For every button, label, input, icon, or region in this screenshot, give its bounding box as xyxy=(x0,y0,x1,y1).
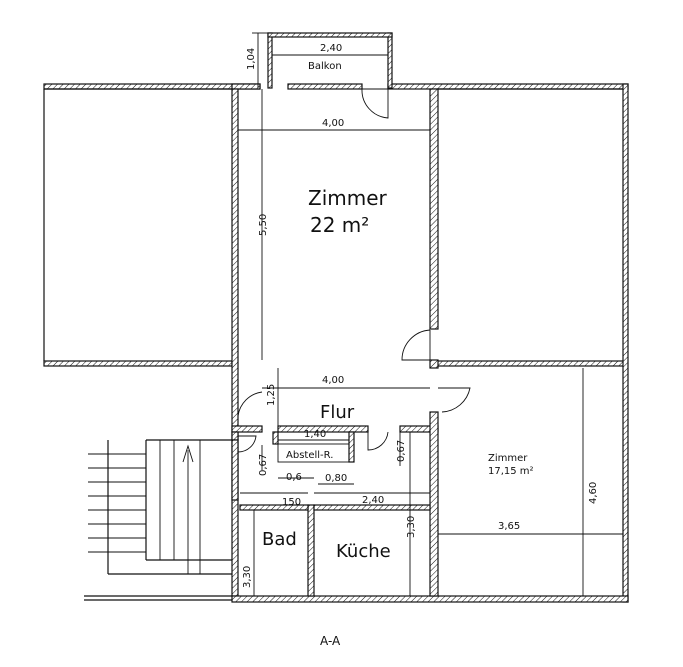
dim-balkon-width: 2,40 xyxy=(320,43,342,54)
dim-bad-width: 150 xyxy=(282,497,301,508)
section-label: A-A xyxy=(320,634,341,648)
balkon-label: Balkon xyxy=(308,61,342,72)
dim-zimmer-depth: 5,50 xyxy=(258,214,269,236)
zimmer-main-label: Zimmer xyxy=(308,186,388,210)
kueche-label: Küche xyxy=(336,541,391,562)
abstell-label: Abstell-R. xyxy=(286,450,333,461)
flur: 4,00 1,25 Flur xyxy=(237,368,471,426)
dim-kueche-width: 2,40 xyxy=(362,495,384,506)
zimmer-main-area: 22 m² xyxy=(310,213,369,237)
balkon: Balkon 2,40 1,04 xyxy=(246,32,393,119)
dim-zimmer-right-width: 3,65 xyxy=(498,521,520,532)
dim-abstell-width: 1,40 xyxy=(304,429,326,440)
dim-flur-depth: 1,25 xyxy=(266,384,277,406)
zimmer-right: 3,65 4,60 Zimmer 17,15 m² xyxy=(438,368,623,596)
zimmer-main: 4,00 5,50 Zimmer 22 m² xyxy=(238,89,431,361)
dim-zimmer-right-depth: 4,60 xyxy=(588,482,599,504)
dim-abstell-depth: 0,67 xyxy=(396,440,407,462)
bad-kueche: 150 2,40 3,30 3,30 Bad Küche xyxy=(240,432,430,596)
dim-door-left: 0,67 xyxy=(258,454,269,476)
dim-zimmer-width: 4,00 xyxy=(322,118,344,129)
dim-gap-06: 0,6 xyxy=(286,472,302,483)
dim-gap-080: 0,80 xyxy=(325,473,347,484)
outer-walls xyxy=(43,83,629,603)
zimmer-right-area: 17,15 m² xyxy=(488,466,534,477)
dim-bad-depth: 3,30 xyxy=(242,566,253,588)
flur-label: Flur xyxy=(320,402,355,423)
side-wings xyxy=(43,88,623,361)
bad-label: Bad xyxy=(262,529,297,550)
dim-balkon-depth: 1,04 xyxy=(246,48,257,70)
staircase xyxy=(84,439,232,601)
abstell: 1,40 Abstell-R. 0,67 0,67 0,6 0,80 xyxy=(237,429,407,485)
dim-flur-width: 4,00 xyxy=(322,375,344,386)
zimmer-right-label: Zimmer xyxy=(488,453,528,464)
dim-kueche-depth: 3,30 xyxy=(406,516,417,538)
